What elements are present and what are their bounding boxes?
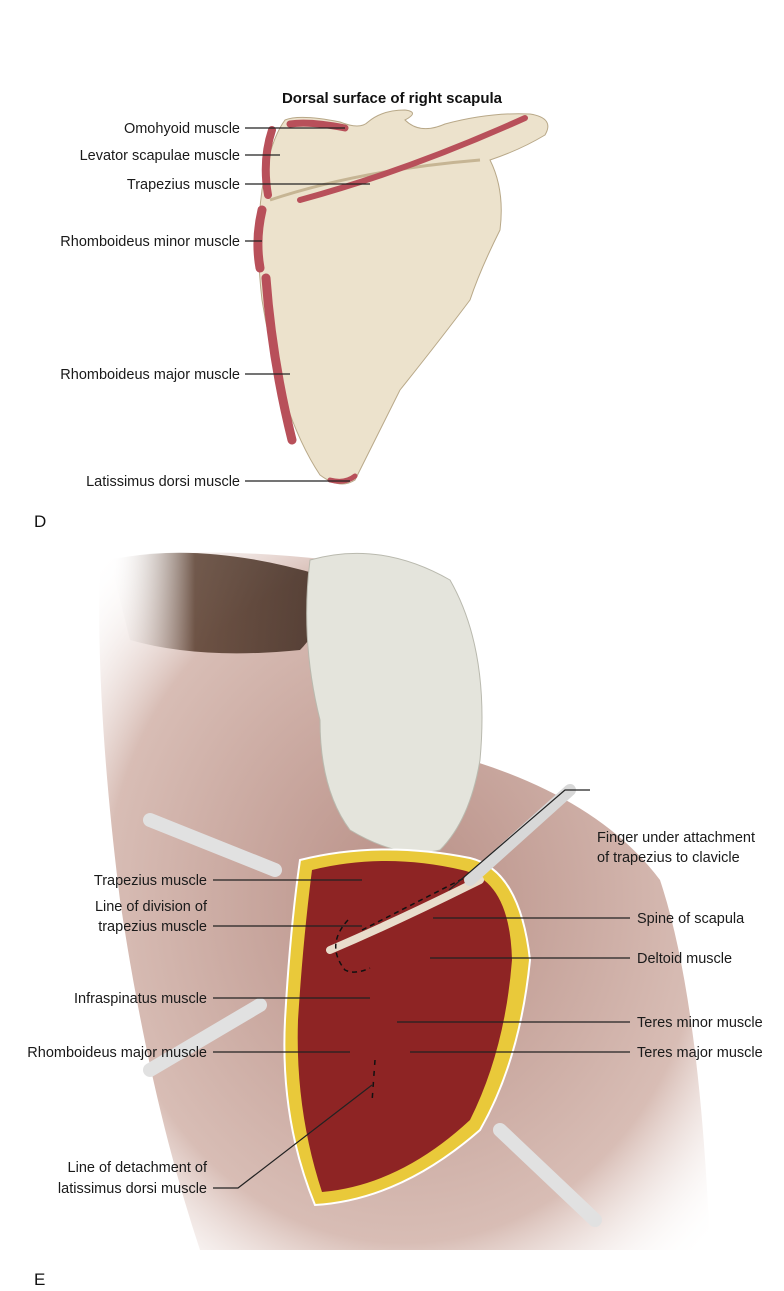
label-division-2: trapezius muscle: [98, 919, 207, 935]
label-levator-scapulae: Levator scapulae muscle: [80, 148, 240, 164]
panel-d-labels: Omohyoid muscle Levator scapulae muscle …: [60, 121, 370, 490]
surgical-illustration: [99, 552, 710, 1250]
label-division-1: Line of division of: [95, 899, 208, 915]
label-finger-1: Finger under attachment: [597, 830, 755, 846]
panel-d-title: Dorsal surface of right scapula: [282, 90, 503, 107]
label-teres-major: Teres major muscle: [637, 1045, 763, 1061]
label-rhomboid-major: Rhomboideus major muscle: [60, 367, 240, 383]
label-omohyoid: Omohyoid muscle: [124, 121, 240, 137]
panel-e-labels: Finger under attachment of trapezius to …: [27, 789, 763, 1197]
label-teres-minor: Teres minor muscle: [637, 1015, 763, 1031]
label-detachment-1: Line of detachment of: [68, 1160, 208, 1176]
panel-d-letter: D: [34, 512, 46, 531]
label-latissimus: Latissimus dorsi muscle: [86, 474, 240, 490]
label-spine-of-scapula: Spine of scapula: [637, 911, 745, 927]
label-trapezius-e: Trapezius muscle: [94, 873, 207, 889]
label-trapezius: Trapezius muscle: [127, 177, 240, 193]
panel-e-letter: E: [34, 1270, 45, 1289]
label-detachment-2: latissimus dorsi muscle: [58, 1181, 207, 1197]
label-rhomboid-minor: Rhomboideus minor muscle: [60, 234, 240, 250]
label-rhomboid-major-e: Rhomboideus major muscle: [27, 1045, 207, 1061]
scapula-illustration: [253, 109, 549, 485]
label-infraspinatus: Infraspinatus muscle: [74, 991, 207, 1007]
label-finger-2: of trapezius to clavicle: [597, 850, 740, 866]
label-deltoid: Deltoid muscle: [637, 951, 732, 967]
